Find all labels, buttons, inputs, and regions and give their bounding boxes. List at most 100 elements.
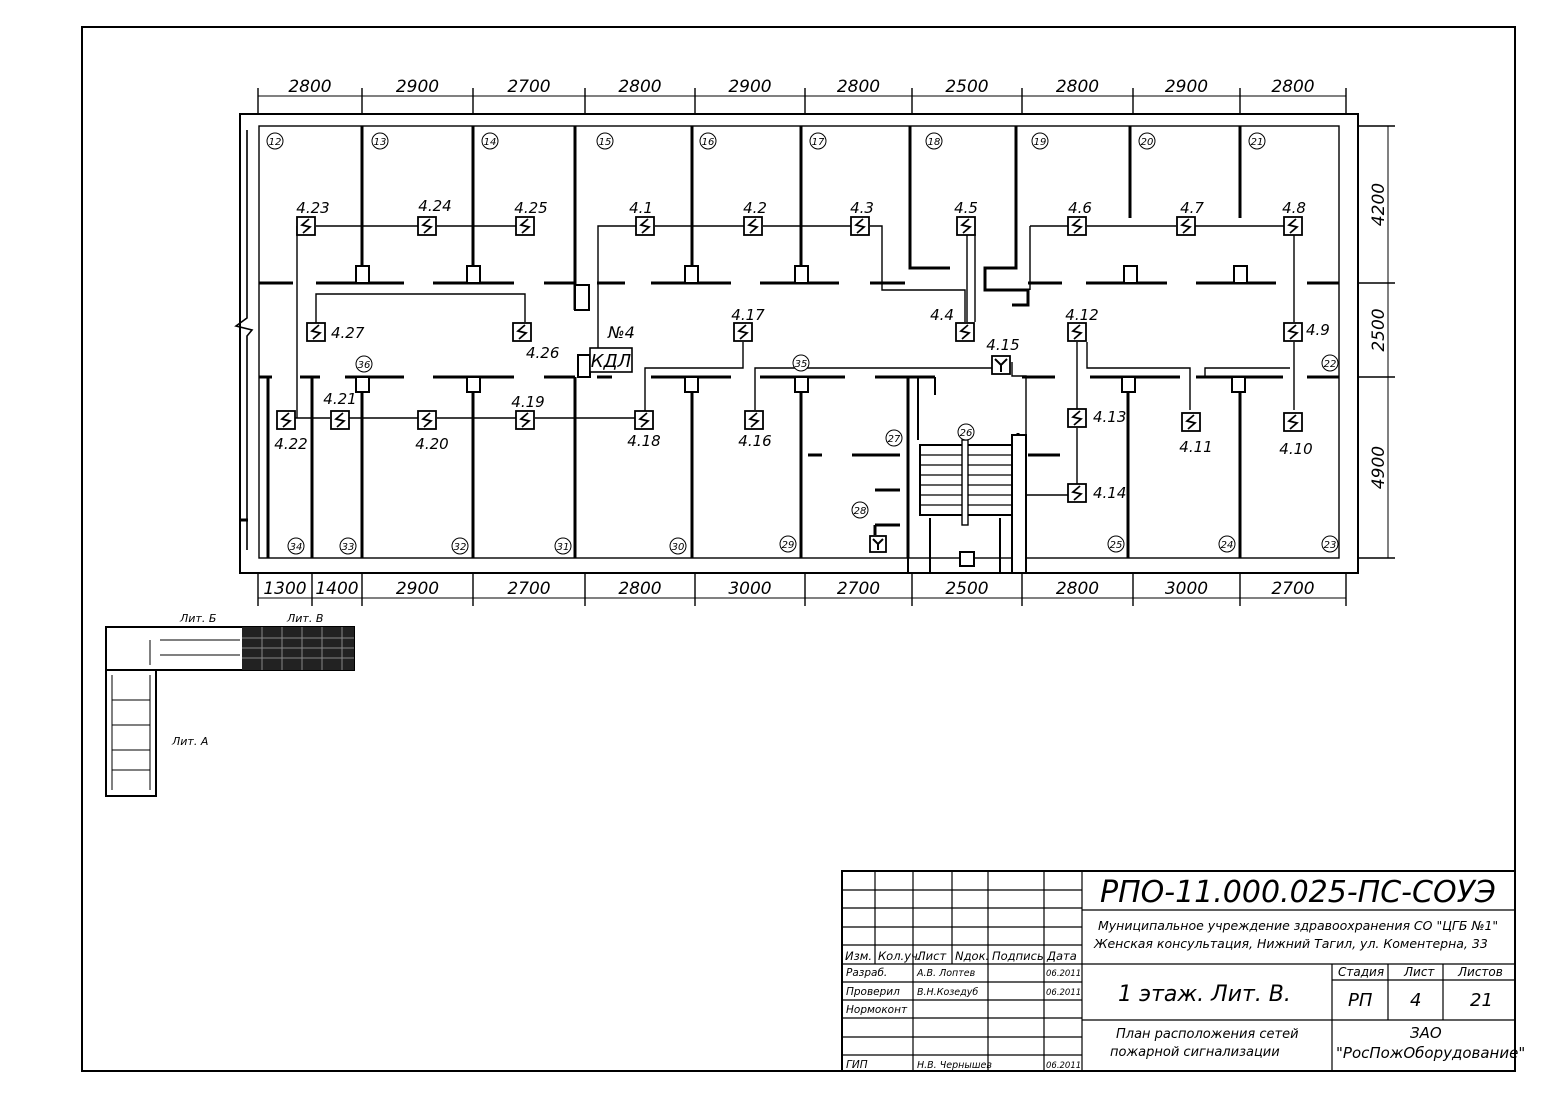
smoke-detector-icon (515, 216, 535, 236)
sheet-label: Лист (1403, 965, 1435, 979)
detector-label: 4.19 (511, 393, 544, 411)
room-number: 15 (599, 137, 612, 148)
manual-call-point-icon (991, 355, 1011, 375)
detector-label: 4.23 (296, 199, 329, 217)
dimension-top: 2900 (396, 77, 439, 97)
dimension-top: 2500 (945, 77, 988, 97)
room-tag-circle (596, 132, 614, 150)
room-number: 19 (1034, 137, 1047, 148)
room-tag-circle (1218, 535, 1236, 553)
room-number: 22 (1324, 359, 1337, 370)
room-tag-circle (1248, 132, 1266, 150)
key-plan-lit-b: Лит. Б (179, 612, 216, 625)
detector-label: 4.24 (418, 197, 451, 215)
sheet-title: 1 этаж. Лит. В. (1118, 982, 1291, 1007)
smoke-detector-icon (1067, 483, 1087, 503)
smoke-detector-icon (743, 216, 763, 236)
room-number: 26 (960, 428, 973, 439)
room-tag-circle (451, 537, 469, 555)
smoke-detector-icon (330, 410, 350, 430)
room-tag-circle (1107, 535, 1125, 553)
smoke-detector-icon (1283, 322, 1303, 342)
sheet-value: 4 (1410, 990, 1421, 1011)
room-tag-circle (925, 132, 943, 150)
dimension-top: 2800 (837, 77, 880, 97)
room-tag-circle (809, 132, 827, 150)
smoke-detector-icon (306, 322, 326, 342)
detector-label: 4.5 (954, 199, 978, 217)
dimension-top: 2800 (1056, 77, 1099, 97)
smoke-detector-icon (417, 410, 437, 430)
title-block (841, 870, 1516, 1072)
smoke-detector-icon (1181, 412, 1201, 432)
room-number: 21 (1251, 137, 1264, 148)
org-line-1: Муниципальное учреждение здравоохранения… (1098, 918, 1498, 933)
room-number: 28 (854, 506, 867, 517)
company-line-2: "РосПожОборудование" (1336, 1044, 1525, 1062)
room-number: 24 (1221, 540, 1234, 551)
detector-label: 4.12 (1065, 306, 1098, 324)
room-tag-circle (957, 423, 975, 441)
detector-label: 4.26 (526, 344, 559, 362)
dimension-bottom: 2900 (396, 579, 439, 599)
smoke-detector-icon (296, 216, 316, 236)
room-number: 16 (702, 137, 715, 148)
room-tag-circle (1031, 132, 1049, 150)
row-role: Нормоконт (846, 1004, 908, 1016)
room-number: 27 (888, 434, 901, 445)
row-role: Проверил (846, 986, 900, 998)
building-walls (234, 113, 1359, 574)
key-plan-lit-v: Лит. В (286, 612, 323, 625)
room-number: 36 (358, 360, 371, 371)
dimension-bottom: 2700 (1271, 579, 1314, 599)
smoke-detector-icon (1176, 216, 1196, 236)
sheets-value: 21 (1470, 990, 1493, 1011)
detector-label: 4.16 (738, 432, 771, 450)
detector-label: 4.11 (1179, 438, 1212, 456)
dimension-bottom: 2800 (1056, 579, 1099, 599)
dimension-bottom: 1300 (263, 579, 306, 599)
row-date: 06.2011 (1046, 988, 1081, 998)
detector-label: 4.20 (415, 435, 448, 453)
row-name: В.Н.Козедуб (917, 987, 978, 998)
smoke-detector-icon (1067, 216, 1087, 236)
room-number: 12 (269, 137, 282, 148)
column-header: Кол.уч. (878, 949, 921, 963)
room-number: 31 (557, 542, 570, 553)
detector-label: 4.3 (850, 199, 874, 217)
detector-label: 4.7 (1180, 199, 1204, 217)
room-tag-circle (1138, 132, 1156, 150)
smoke-detector-icon (512, 322, 532, 342)
room-tag-circle (885, 429, 903, 447)
dimension-bottom: 2700 (507, 579, 550, 599)
column-header: Лист (916, 949, 946, 963)
detector-label: 4.25 (514, 199, 547, 217)
dimension-bottom: 3000 (728, 579, 771, 599)
detector-label: 4.22 (274, 435, 307, 453)
row-date: 06.2011 (1046, 969, 1081, 979)
dimension-right: 2500 (1369, 308, 1389, 351)
title-block-text: РПО-11.000.025-ПС-СОУЭ Муниципальное учр… (1093, 875, 1525, 1062)
detector-label: 4.8 (1282, 199, 1306, 217)
dimension-bottom: 2800 (618, 579, 661, 599)
room-tag-circle (699, 132, 717, 150)
dimension-bottom: 2700 (837, 579, 880, 599)
room-number: 18 (928, 137, 941, 148)
detector-label: 4.17 (731, 306, 765, 324)
room-number: 35 (795, 359, 808, 370)
key-plan: Лит. Б Лит. В Лит. А (105, 612, 355, 797)
row-name: Н.В. Чернышев (917, 1060, 992, 1071)
room-tag-circle (371, 132, 389, 150)
key-plan-lit-a: Лит. А (171, 735, 208, 748)
detector-label: 4.10 (1279, 440, 1312, 458)
room-tag-circle (1321, 354, 1339, 372)
smoke-detector-icon (635, 216, 655, 236)
detector-label: 4.1 (629, 199, 653, 217)
detector-label: 4.21 (323, 390, 356, 408)
dimension-bottom: 3000 (1165, 579, 1208, 599)
company-line-1: ЗАО (1410, 1024, 1442, 1042)
smoke-detector-icon (1283, 412, 1303, 432)
